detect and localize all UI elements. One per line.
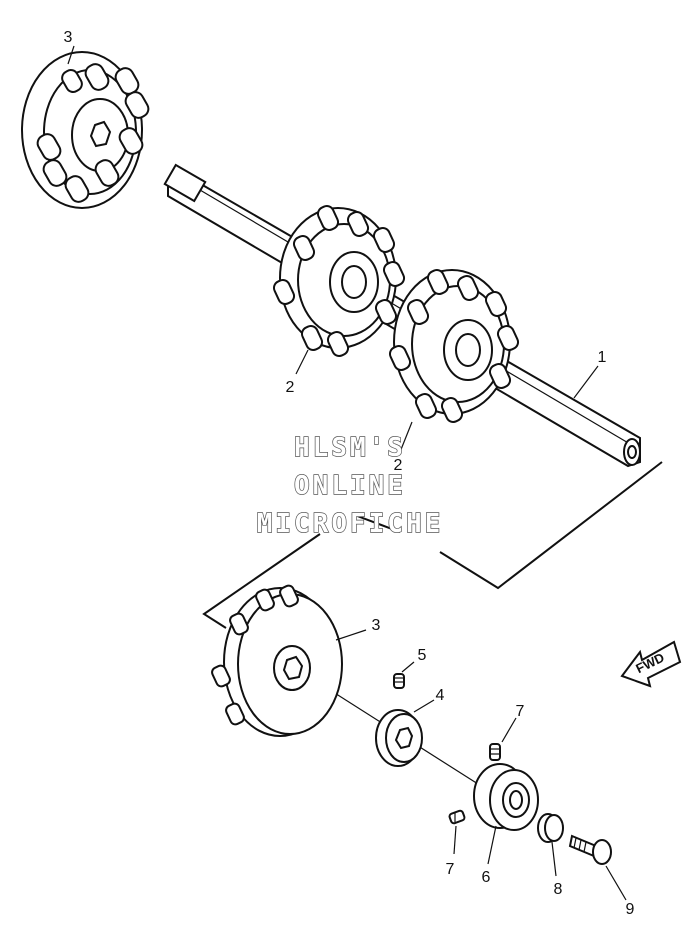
label-collar: 4 [436, 687, 445, 704]
sprocket-left [272, 205, 406, 357]
label-bolt: 9 [626, 901, 635, 918]
leader-lines [67, 45, 627, 901]
label-screw-right: 7 [516, 703, 525, 720]
label-nut: 8 [554, 881, 563, 898]
collar [375, 709, 423, 767]
idler-wheel-bottom [211, 584, 343, 737]
watermark: HLSM'S ONLINE MICROFICHE [256, 432, 444, 539]
sprocket-right [388, 269, 520, 423]
watermark-line-1: HLSM'S [294, 433, 406, 463]
watermark-line-3: MICROFICHE [257, 509, 444, 539]
label-bearing: 6 [482, 869, 491, 886]
set-screw-upper [393, 673, 405, 689]
label-sprocket-left: 2 [286, 379, 295, 396]
label-sprocket-right: 2 [394, 457, 403, 474]
label-screw-left: 7 [446, 861, 455, 878]
label-wheel-top: 3 [64, 29, 73, 46]
nut [537, 813, 564, 843]
bearing [473, 763, 539, 831]
sprocket-wheel-top [21, 51, 150, 209]
fwd-direction-marker: FWD [620, 640, 682, 688]
set-screw-left [448, 809, 466, 825]
part-labels: 3 1 2 2 3 5 4 7 7 6 8 9 [64, 29, 635, 918]
watermark-line-2: ONLINE [294, 471, 406, 501]
bolt [568, 834, 612, 865]
set-screw-right [489, 743, 501, 761]
label-screw-upper: 5 [418, 647, 427, 664]
label-shaft: 1 [598, 349, 607, 366]
label-wheel-bottom: 3 [372, 617, 381, 634]
